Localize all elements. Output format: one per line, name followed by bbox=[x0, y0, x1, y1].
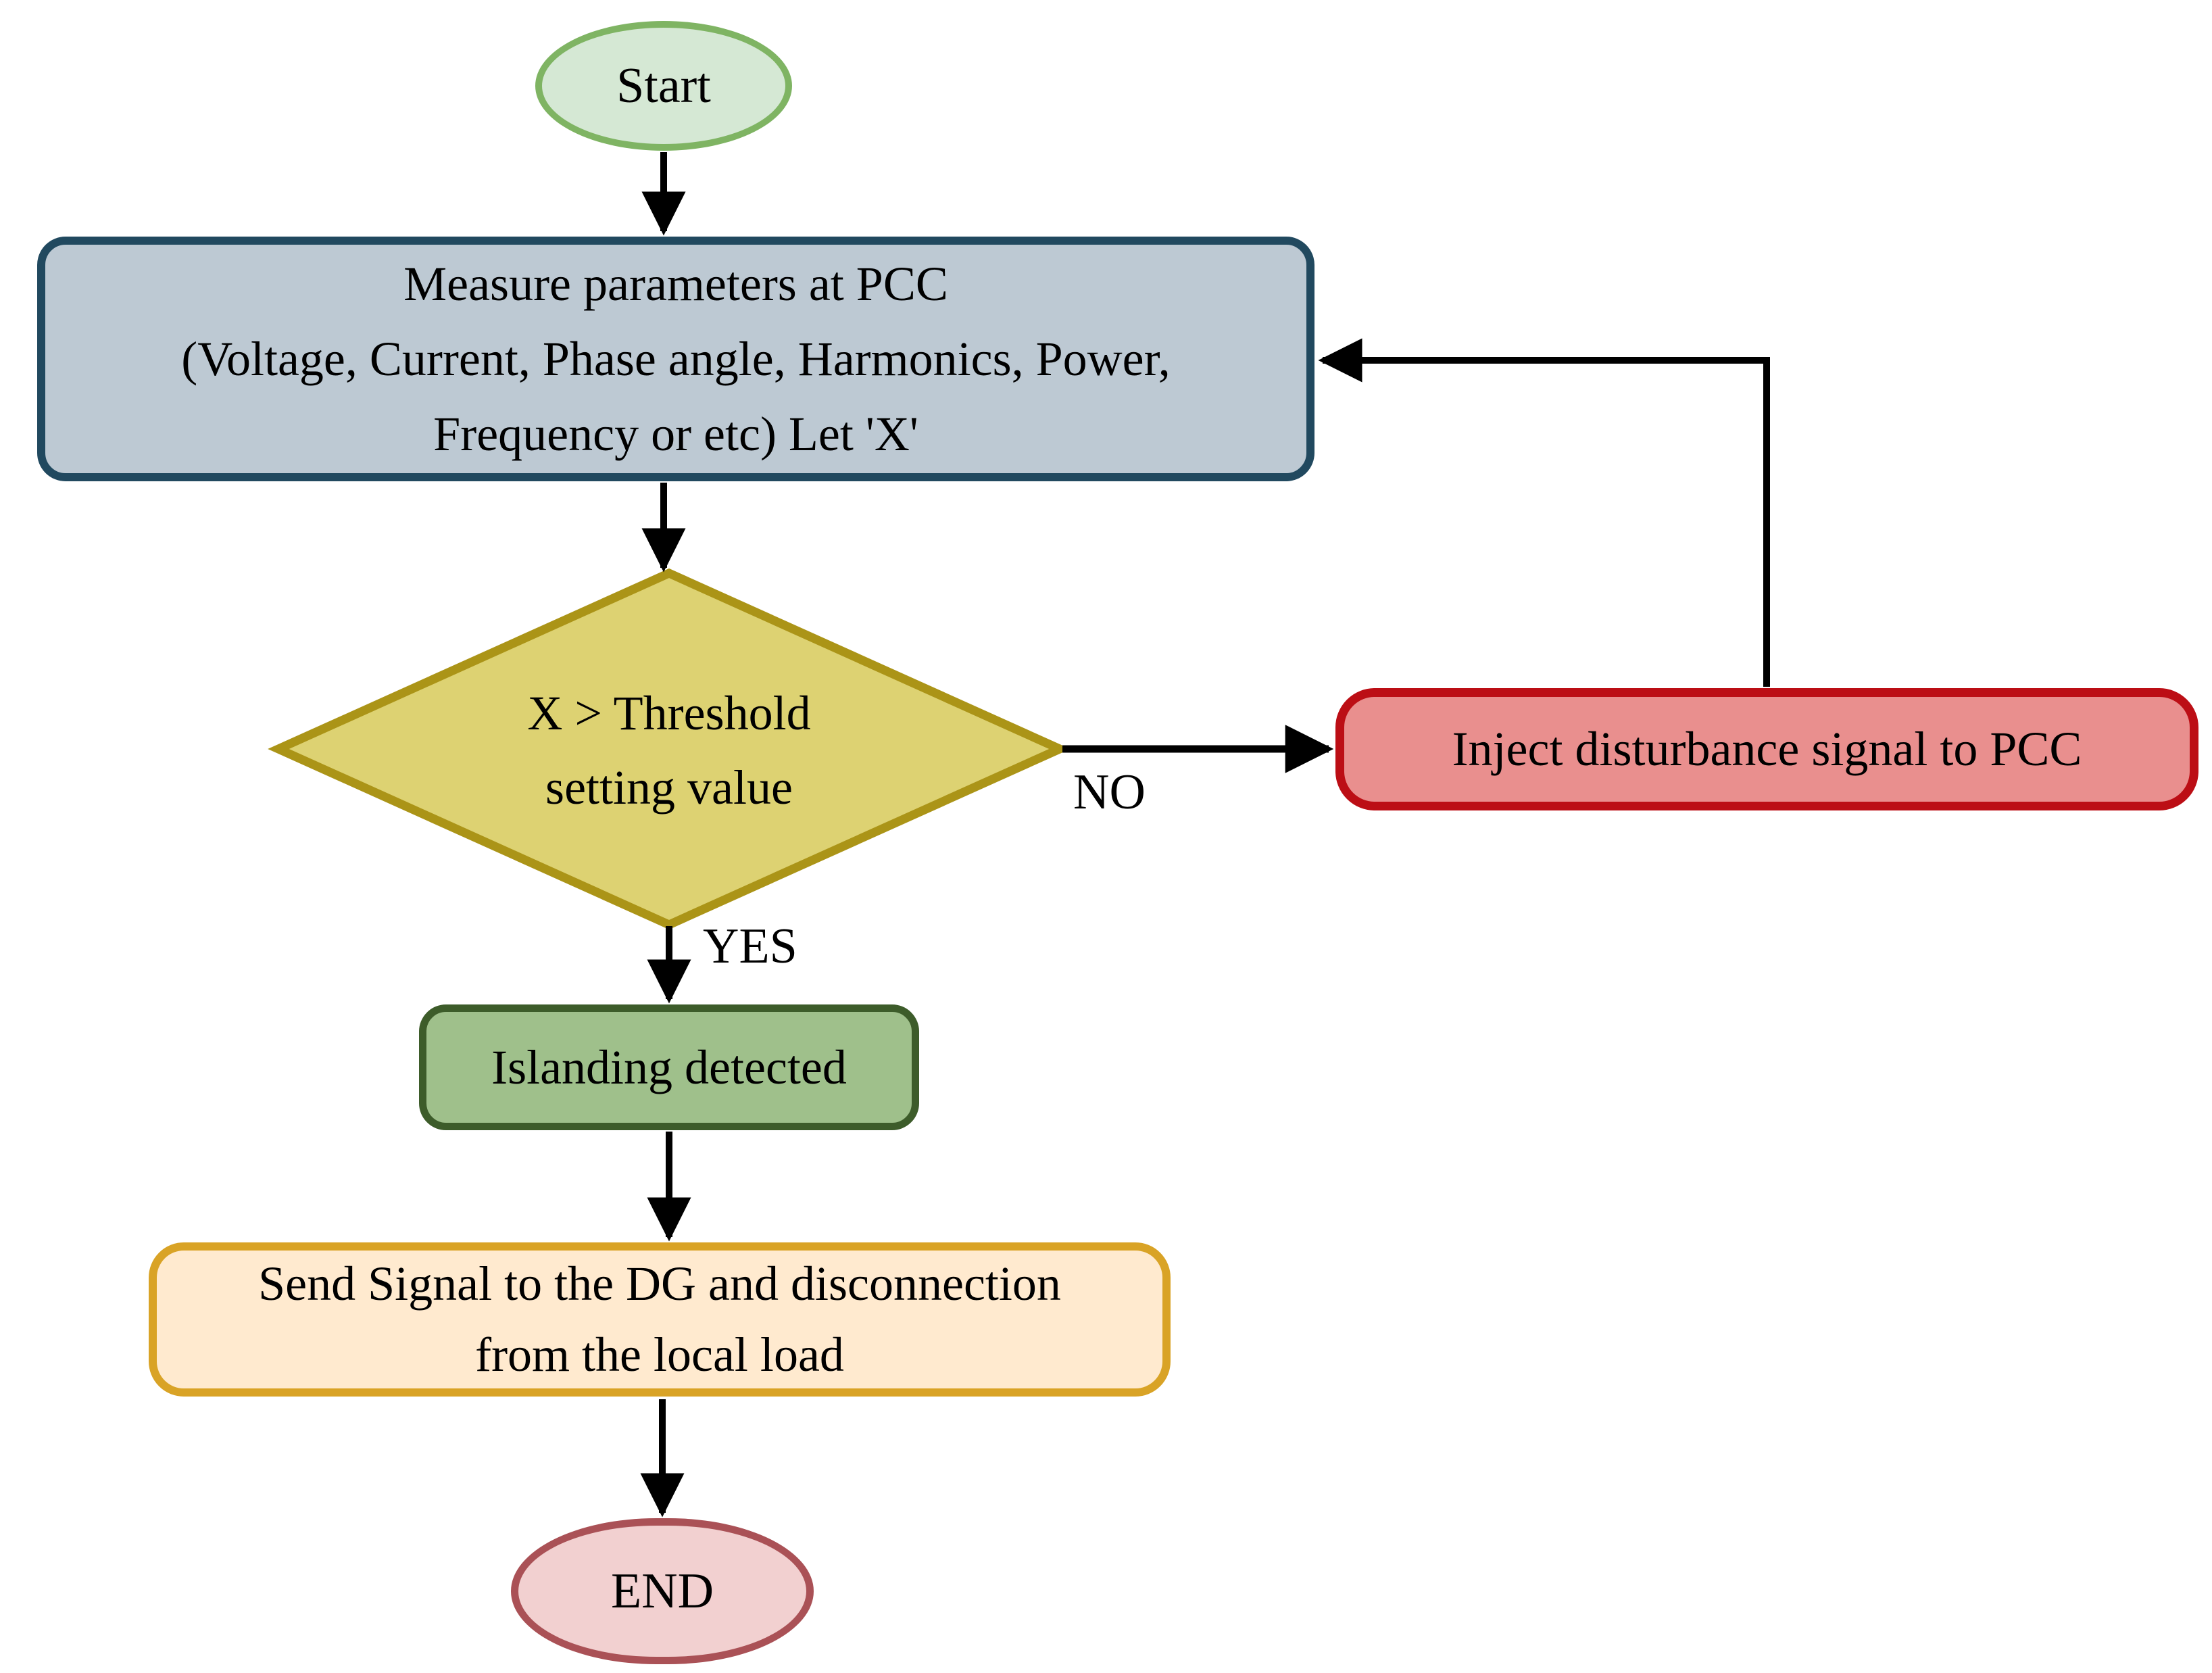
measure-line-3: Frequency or etc) Let 'X' bbox=[433, 406, 918, 461]
decision-line-1: X > Threshold bbox=[527, 686, 811, 740]
start-node: Start bbox=[535, 21, 792, 151]
decision-diamond-node: X > Threshold setting value bbox=[412, 666, 926, 835]
no-branch-label: NO bbox=[1073, 765, 1146, 820]
arrow-inject-feedback-to-measure bbox=[1318, 338, 1770, 687]
start-label: Start bbox=[616, 57, 711, 114]
islanding-label: Islanding detected bbox=[491, 1040, 847, 1094]
send-line-2: from the local load bbox=[475, 1328, 844, 1382]
islanding-detected-node: Islanding detected bbox=[419, 1004, 919, 1130]
measure-line-2: (Voltage, Current, Phase angle, Harmonic… bbox=[181, 331, 1171, 386]
inject-disturbance-node: Inject disturbance signal to PCC bbox=[1335, 688, 2198, 810]
end-label: END bbox=[610, 1563, 714, 1619]
end-node: END bbox=[511, 1518, 814, 1664]
send-line-1: Send Signal to the DG and disconnection bbox=[258, 1257, 1061, 1311]
send-signal-node: Send Signal to the DG and disconnection … bbox=[149, 1242, 1171, 1397]
decision-diamond-shape bbox=[268, 568, 1071, 930]
measure-line-1: Measure parameters at PCC bbox=[403, 256, 948, 311]
inject-label: Inject disturbance signal to PCC bbox=[1452, 722, 2082, 776]
measure-parameters-node: Measure parameters at PCC (Voltage, Curr… bbox=[37, 237, 1314, 481]
decision-line-2: setting value bbox=[545, 760, 793, 815]
yes-branch-label: YES bbox=[703, 919, 797, 974]
